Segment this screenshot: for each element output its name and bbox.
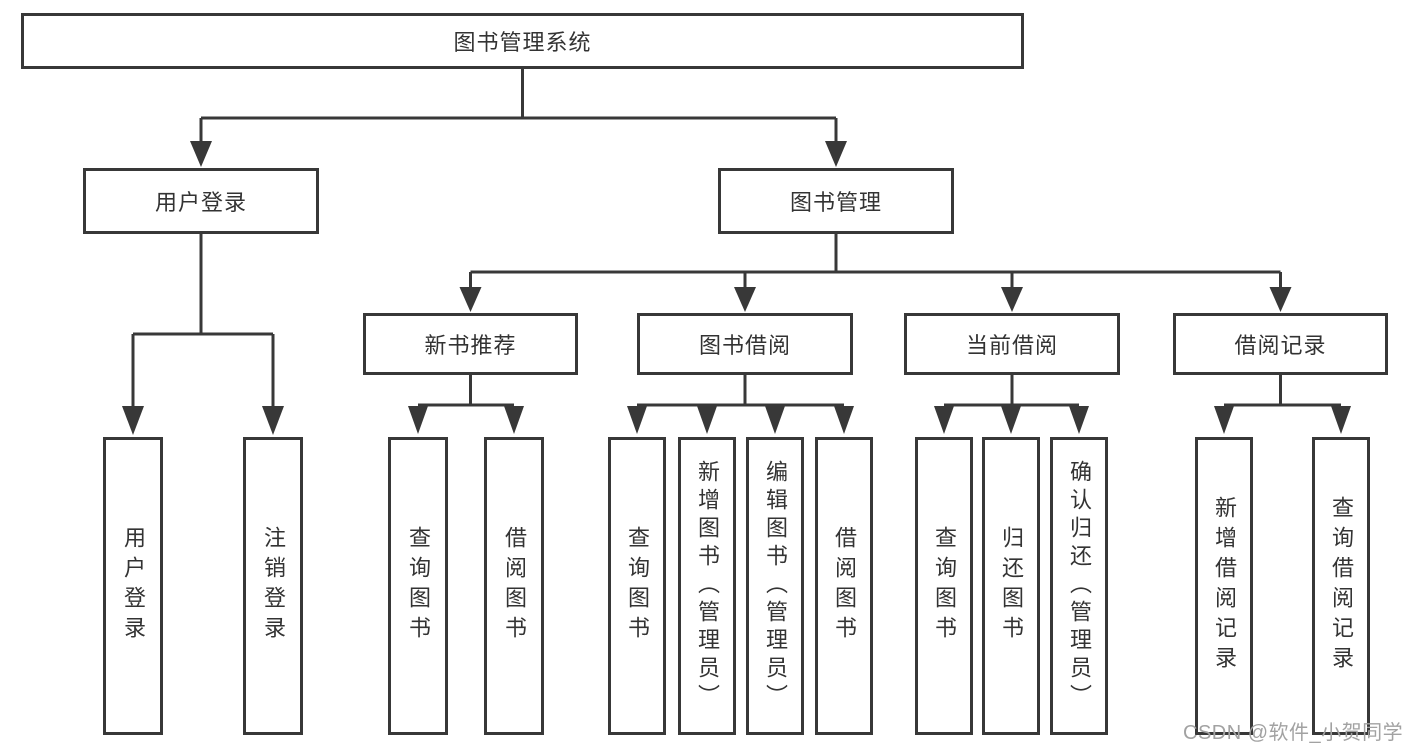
leaf-query-books-1-label: 查询图书 [406,526,431,646]
node-book-borrowing: 图书借阅 [637,313,853,375]
node-book-management: 图书管理 [718,168,954,234]
leaf-user-login: 用户登录 [103,437,163,735]
leaf-query-borrow-record-label: 查询借阅记录 [1329,496,1354,676]
csdn-watermark: CSDN @软件_小贺同学 [1183,722,1404,744]
leaf-edit-books-admin: 编辑图书（管理员） [746,437,804,735]
node-user-login-label: 用户登录 [154,190,247,215]
node-book-borrowing-label: 图书借阅 [698,333,791,358]
leaf-user-login-label: 用户登录 [121,526,146,646]
leaf-confirm-return-admin-label: 确认归还（管理员） [1067,460,1092,712]
leaf-add-borrow-record: 新增借阅记录 [1195,437,1253,735]
leaf-query-books-2: 查询图书 [608,437,666,735]
leaf-return-books: 归还图书 [982,437,1040,735]
leaf-confirm-return-admin: 确认归还（管理员） [1050,437,1108,735]
leaf-edit-books-admin-label: 编辑图书（管理员） [763,460,788,712]
leaf-logout-label: 注销登录 [261,526,286,646]
leaf-query-borrow-record: 查询借阅记录 [1312,437,1370,735]
leaf-borrow-books-2-label: 借阅图书 [832,526,857,646]
node-root-label: 图书管理系统 [453,30,592,55]
leaf-add-books-admin-label: 新增图书（管理员） [695,460,720,712]
leaf-borrow-books-1: 借阅图书 [484,437,544,735]
leaf-add-books-admin: 新增图书（管理员） [678,437,736,735]
leaf-query-books-3: 查询图书 [915,437,973,735]
leaf-query-books-1: 查询图书 [388,437,448,735]
node-borrowing-records-label: 借阅记录 [1234,333,1327,358]
node-new-book-recommend: 新书推荐 [363,313,578,375]
node-book-management-label: 图书管理 [789,190,882,215]
leaf-borrow-books-1-label: 借阅图书 [502,526,527,646]
leaf-borrow-books-2: 借阅图书 [815,437,873,735]
node-new-book-recommend-label: 新书推荐 [424,333,517,358]
node-root: 图书管理系统 [21,13,1024,69]
leaf-query-books-3-label: 查询图书 [932,526,957,646]
leaf-add-borrow-record-label: 新增借阅记录 [1212,496,1237,676]
node-current-borrowing: 当前借阅 [904,313,1120,375]
node-borrowing-records: 借阅记录 [1173,313,1388,375]
leaf-query-books-2-label: 查询图书 [625,526,650,646]
node-current-borrowing-label: 当前借阅 [965,333,1058,358]
node-user-login: 用户登录 [83,168,319,234]
leaf-return-books-label: 归还图书 [999,526,1024,646]
leaf-logout: 注销登录 [243,437,303,735]
